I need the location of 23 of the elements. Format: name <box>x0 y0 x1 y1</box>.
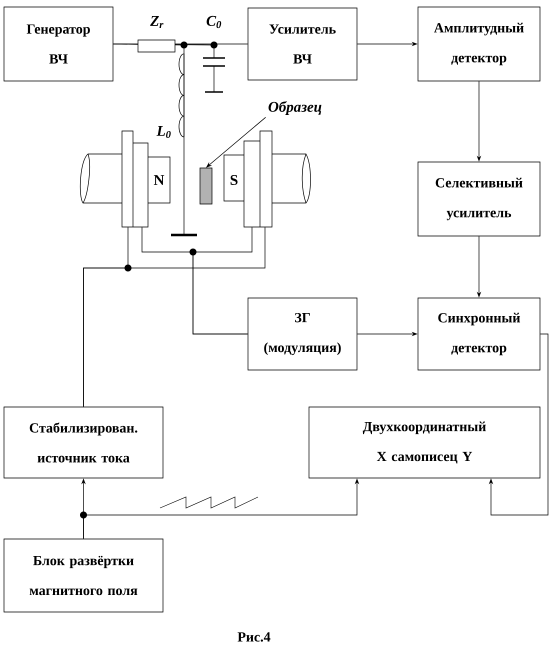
connector-line <box>83 227 266 407</box>
arrow <box>488 334 548 516</box>
block-box: Блок развёртки магнитного поля <box>4 538 164 612</box>
block-box: Синхронный детектор <box>418 298 540 370</box>
block-box: Стабилизирован. источник тока <box>4 406 164 478</box>
block-box: ЗГ (модуляция) <box>248 298 358 370</box>
electromagnet-drawing <box>224 130 311 228</box>
component-label: L$_{0}$ <box>156 126 171 138</box>
caption: Рис.4 <box>238 632 270 642</box>
pole-label: S <box>230 175 238 186</box>
block-box: Двухкоординатный X самописец Y <box>308 406 540 478</box>
sample-label: Образец <box>268 101 322 115</box>
block-box: Амплитудный детектор <box>418 6 540 82</box>
capacitor-symbol <box>202 57 226 93</box>
pole-label: N <box>154 175 164 185</box>
block-box: Генератор ВЧ <box>4 6 114 82</box>
block-box: Усилитель ВЧ <box>248 8 358 80</box>
connector-line <box>192 227 252 334</box>
component-label: C$_{0}$ <box>206 16 222 28</box>
block-box: Селективный усилитель <box>418 162 540 236</box>
sample <box>200 168 212 204</box>
component-label: Z$_{r}$ <box>150 16 164 28</box>
inductor-symbol <box>171 53 197 236</box>
